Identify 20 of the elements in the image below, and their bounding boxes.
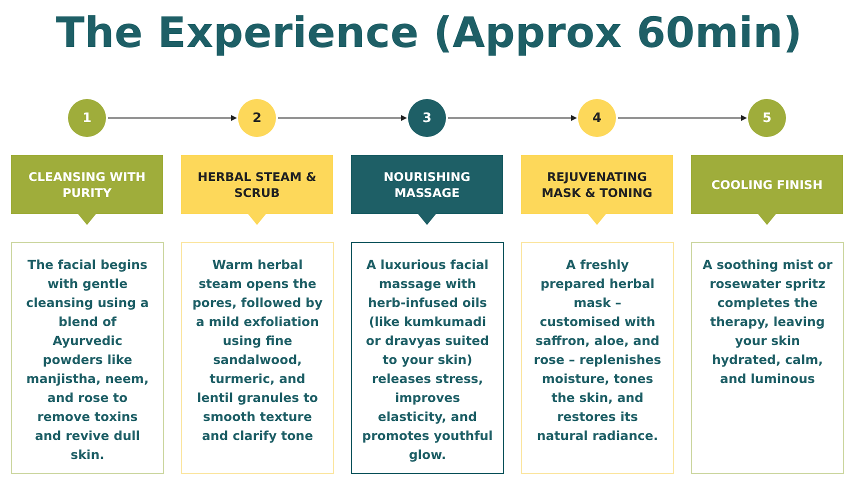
step-heading-banner: CLEANSING WITH PURITY	[11, 155, 163, 214]
title: The Experience (Approx 60min)	[54, 8, 804, 57]
arrow	[618, 115, 747, 121]
step-description-card: Warm herbal steam opens the pores, followed by a mild exfoliation using fine sandalwood, turmeric, and lentil granules to smooth texture and clarify tone	[181, 242, 334, 474]
step-description-card: The facial begins with gentle cleansing using a blend of Ayurvedic powders like manjistha, neem, and rose to remove toxins and revive dull skin.	[11, 242, 164, 474]
step-number-circle: 4	[578, 99, 616, 137]
step-number-circle: 3	[408, 99, 446, 137]
step-description-card: A luxurious facial massage with herb-infused oils (like kumkumadi or dravyas suited to your skin) releases stress, improves elasticity, and promotes youthful glow.	[351, 242, 504, 474]
step-heading-banner: HERBAL STEAM & SCRUB	[181, 155, 333, 214]
step-heading-banner: COOLING FINISH	[691, 155, 843, 214]
step-heading-banner: NOURISHING MASSAGE	[351, 155, 503, 214]
arrow	[108, 115, 237, 121]
step-description-card: A freshly prepared herbal mask – customised with saffron, aloe, and rose – replenishes moisture, tones the skin, and restores its natural radiance.	[521, 242, 674, 474]
step-description-card: A soothing mist or rosewater spritz completes the therapy, leaving your skin hydrated, calm, and luminous	[691, 242, 844, 474]
step-number-circle: 2	[238, 99, 276, 137]
step-heading-banner: REJUVENATING MASK & TONING	[521, 155, 673, 214]
arrow	[278, 115, 407, 121]
step-number-circle: 5	[748, 99, 786, 137]
step-number-circle: 1	[68, 99, 106, 137]
arrow	[448, 115, 577, 121]
